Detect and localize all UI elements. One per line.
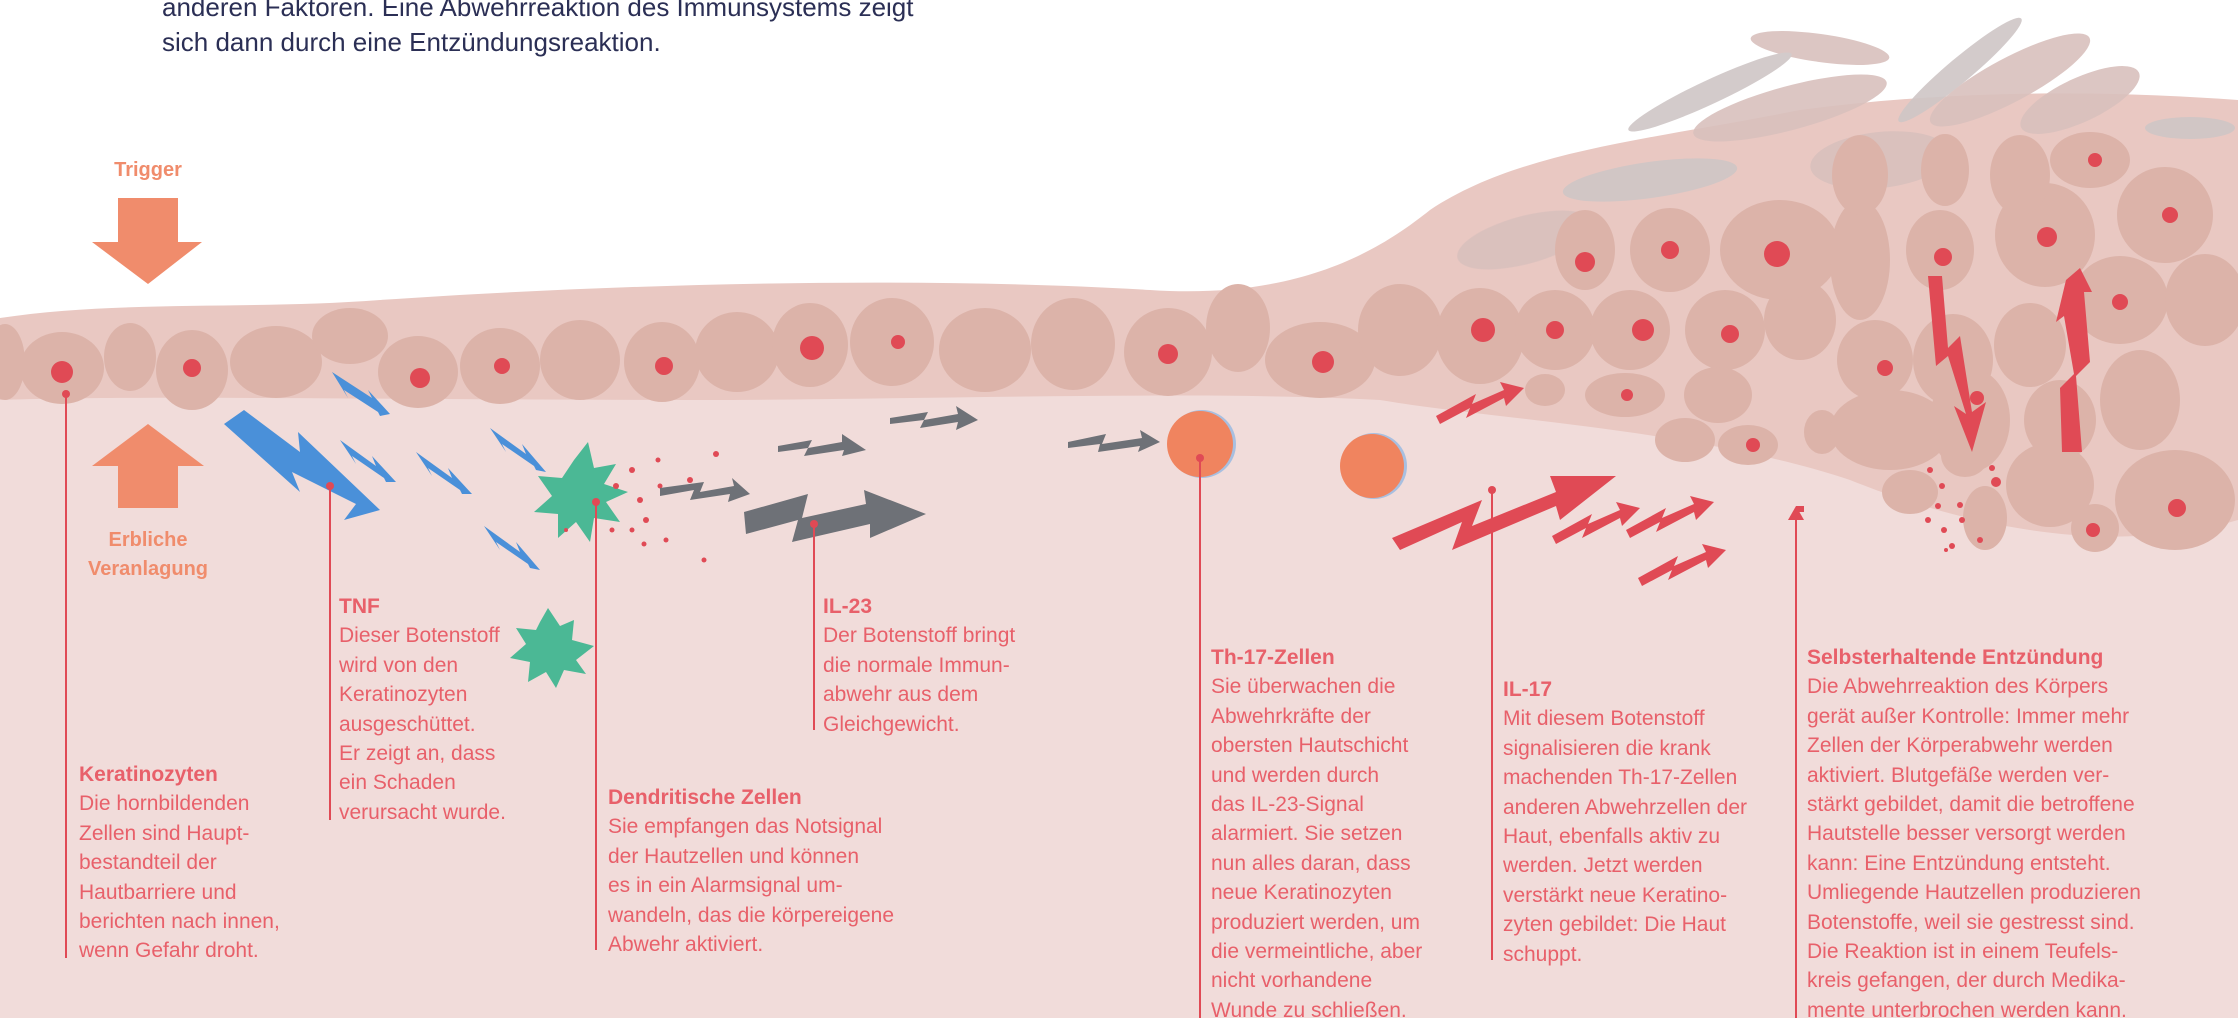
dendritic-title: Dendritische Zellen bbox=[608, 783, 948, 812]
intro-line-2: sich dann durch eine Entzündungsreaktion… bbox=[162, 25, 1062, 60]
il17-text: Mit diesem Botenstoff signalisieren die … bbox=[1503, 704, 1793, 969]
il23-text: Der Botenstoff bringt die normale Immun-… bbox=[823, 621, 1083, 739]
inheritance-label: Erbliche Veranlagung bbox=[58, 526, 238, 584]
keratinocytes-label: Keratinozyten Die hornbildenden Zellen s… bbox=[79, 760, 319, 966]
keratinocytes-text: Die hornbildenden Zellen sind Haupt- bes… bbox=[79, 789, 319, 965]
tnf-title: TNF bbox=[339, 592, 559, 621]
il23-label: IL-23 Der Botenstoff bringt die normale … bbox=[823, 592, 1083, 739]
selfsustain-text: Die Abwehrreaktion des Körpers gerät auß… bbox=[1807, 672, 2207, 1025]
intro-line-1: anderen Faktoren. Eine Abwehrreaktion de… bbox=[162, 0, 1062, 25]
il17-label: IL-17 Mit diesem Botenstoff signalisiere… bbox=[1503, 675, 1793, 969]
th17-label: Th-17-Zellen Sie überwachen die Abwehrkr… bbox=[1211, 643, 1471, 1025]
th17-title: Th-17-Zellen bbox=[1211, 643, 1471, 672]
trigger-arrow-icon bbox=[92, 198, 202, 284]
il17-title: IL-17 bbox=[1503, 675, 1793, 704]
tnf-label: TNF Dieser Botenstoff wird von den Kerat… bbox=[339, 592, 559, 827]
tnf-text: Dieser Botenstoff wird von den Keratinoz… bbox=[339, 621, 559, 827]
selfsustain-label: Selbsterhaltende Entzündung Die Abwehrre… bbox=[1807, 643, 2207, 1025]
dendritic-text: Sie empfangen das Notsignal der Hautzell… bbox=[608, 812, 948, 959]
selfsustain-title: Selbsterhaltende Entzündung bbox=[1807, 643, 2207, 672]
il23-title: IL-23 bbox=[823, 592, 1083, 621]
trigger-label: Trigger bbox=[98, 156, 198, 185]
keratinocytes-title: Keratinozyten bbox=[79, 760, 319, 789]
th17-text: Sie überwachen die Abwehrkräfte der ober… bbox=[1211, 672, 1471, 1025]
dendritic-label: Dendritische Zellen Sie empfangen das No… bbox=[608, 783, 948, 959]
intro-text: anderen Faktoren. Eine Abwehrreaktion de… bbox=[162, 0, 1062, 60]
